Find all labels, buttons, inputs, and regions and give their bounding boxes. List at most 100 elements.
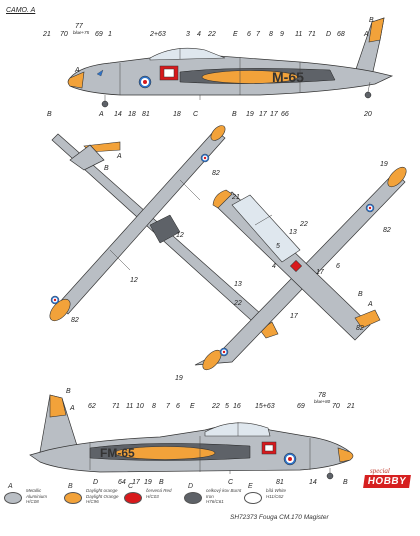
label: 81 [142, 111, 150, 118]
swatch [124, 492, 142, 504]
label: 78 [318, 392, 326, 399]
label: B [47, 111, 52, 118]
label: A [363, 31, 369, 38]
label: 82 [71, 317, 79, 324]
label: 68 [337, 31, 345, 38]
footer-caption: SH72373 Fouga CM.170 Magister [230, 514, 329, 521]
label: 22 [211, 403, 220, 410]
label: 70 [332, 403, 340, 410]
label: 7 [166, 403, 171, 410]
label: 69 [95, 31, 103, 38]
label: 71 [308, 31, 316, 38]
label: 13 [234, 281, 242, 288]
top-side-labels: 21 70 77 blue+75 69 1 2+63 3 4 22 E 6 7 … [42, 17, 374, 118]
label: 82 [383, 227, 391, 234]
label: 77 [75, 23, 84, 30]
label: 12 [176, 232, 184, 239]
label: 14 [114, 111, 122, 118]
label: A [367, 301, 373, 308]
label: 5 [225, 403, 229, 410]
label: B [358, 291, 363, 298]
label: 8 [152, 403, 156, 410]
label: 15+63 [255, 403, 275, 410]
label: E [233, 31, 238, 38]
label: 11 [295, 31, 302, 38]
label: 13 [289, 229, 297, 236]
brand-logo: special HOBBY [363, 467, 414, 489]
plan-view-upper: A B 82 12 12 82 [49, 125, 279, 339]
label: C [193, 111, 199, 118]
label: 20 [363, 111, 372, 118]
label: 17 [259, 111, 268, 118]
label: A [98, 111, 104, 118]
nose-cone [337, 447, 354, 463]
canopy [204, 422, 271, 437]
label: 71 [112, 403, 120, 410]
label: blue+75 [73, 30, 90, 35]
label: 1 [108, 31, 112, 38]
label: 14 [309, 479, 317, 486]
label: A [74, 67, 80, 74]
nose-cone [212, 189, 233, 209]
label: D [326, 31, 331, 38]
side-view-right: M-65 [67, 17, 394, 108]
label: 11 [126, 403, 133, 410]
label: 17 [270, 111, 279, 118]
label: 17 [132, 479, 141, 486]
label: B [159, 479, 164, 486]
label: 22 [233, 300, 242, 307]
label: A [116, 153, 122, 160]
canopy [149, 47, 226, 61]
label: 6 [336, 263, 340, 270]
plan-cockpit [149, 214, 181, 244]
label: 2+63 [149, 31, 166, 38]
plan-canopy [231, 194, 301, 263]
tip-tank [114, 446, 216, 460]
label: 10 [136, 403, 144, 410]
label: 19 [175, 375, 183, 382]
nose-cone [67, 71, 85, 89]
red-panel [289, 259, 303, 273]
bottom-side-labels: B A 62 71 11 10 8 7 6 E 22 5 16 15+63 69… [66, 388, 355, 486]
label: D [93, 479, 98, 486]
label: 7 [256, 31, 261, 38]
label: 19 [380, 161, 388, 168]
plan-view-lower: 19 82 21 22 13 5 4 17 6 13 22 17 B A 82 … [175, 161, 407, 382]
tail-tip [368, 17, 385, 43]
label: 21 [42, 31, 51, 38]
label: 22 [299, 221, 308, 228]
swatch [184, 492, 202, 504]
swatch [64, 492, 82, 504]
wingtip-tank [210, 125, 226, 141]
label: B [232, 111, 237, 118]
label: 81 [276, 479, 284, 486]
label: 17 [316, 269, 325, 276]
label: 66 [281, 111, 289, 118]
camo-title: CAMO. A [6, 7, 36, 14]
label: 4 [197, 31, 201, 38]
swatch [244, 492, 262, 504]
label: 12 [130, 277, 138, 284]
swatch [4, 492, 22, 504]
label: 82 [212, 170, 220, 177]
label: B [104, 165, 109, 172]
label: C [228, 479, 234, 486]
tip-tank [201, 70, 299, 84]
label: 5 [276, 243, 280, 250]
label: 64 [118, 479, 126, 486]
label: 82 [356, 325, 364, 332]
label: 70 [60, 31, 68, 38]
wingtip-tank [387, 166, 407, 188]
label: 18 [128, 111, 136, 118]
label: 9 [280, 31, 284, 38]
label: 19 [144, 479, 152, 486]
aircraft-code-top: M-65 [272, 69, 304, 85]
aircraft-code-bottom: FM-65 [100, 446, 135, 460]
